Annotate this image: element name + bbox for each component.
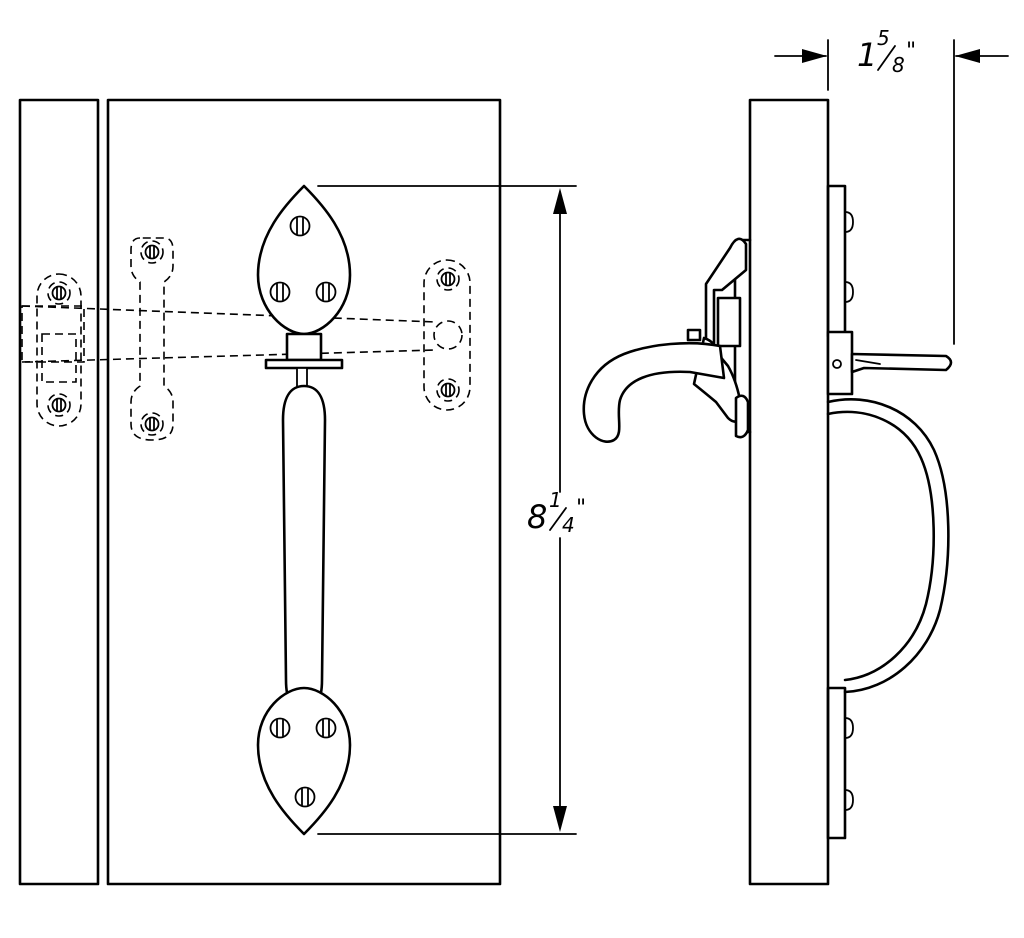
height-numerator: 1 — [549, 488, 562, 512]
side-view: 1 5 8 " — [582, 26, 1009, 886]
door-panel — [106, 98, 502, 886]
upper-spade-plate — [256, 184, 352, 336]
height-denominator: 4 — [562, 513, 575, 537]
depth-dimension: 1 5 8 " — [774, 26, 1009, 345]
depth-whole: 1 — [857, 36, 877, 74]
latch-bar-side — [826, 330, 953, 396]
thumb-lever-mechanism — [686, 237, 750, 439]
height-whole: 8 — [527, 498, 547, 536]
latch-keeper-hidden — [21, 273, 85, 427]
door-jamb — [18, 98, 100, 886]
rear-lower-plate — [826, 686, 847, 840]
depth-denominator: 8 — [892, 53, 905, 77]
rear-upper-plate — [826, 184, 847, 338]
gate-handle — [256, 184, 352, 836]
depth-numerator: 5 — [877, 26, 890, 50]
thumb-lever-plate — [264, 358, 344, 370]
latch-bar-hidden — [21, 305, 437, 363]
handle-grip — [281, 384, 327, 714]
front-view: 8 1 4 " — [18, 98, 586, 886]
depth-unit: " — [906, 39, 916, 64]
height-unit: " — [576, 496, 586, 521]
thumb-lever — [582, 341, 726, 443]
door-edge — [748, 98, 830, 886]
latch-bar-guide-hidden — [130, 237, 174, 441]
lower-spade-plate — [256, 686, 352, 836]
rear-screw-heads — [844, 211, 854, 811]
handle-grip-side — [826, 398, 950, 694]
thumb-lever-shaft — [285, 332, 323, 362]
pivot-bracket-hidden — [423, 259, 471, 411]
height-dimension: 8 1 4 " — [317, 185, 586, 835]
